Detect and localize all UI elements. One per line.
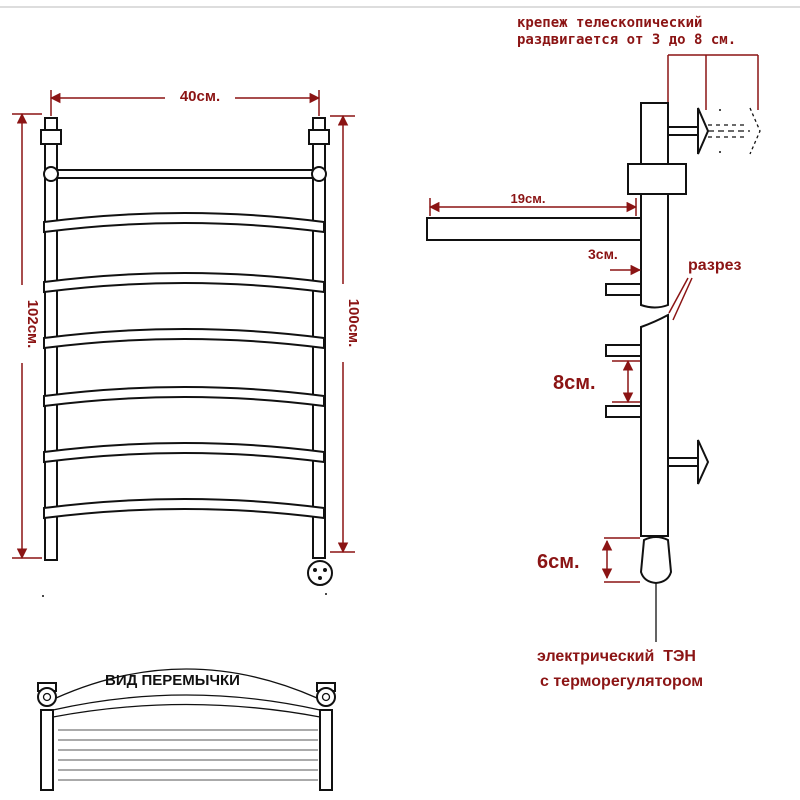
side-post-upper xyxy=(640,102,669,309)
dot-mark xyxy=(42,595,44,597)
mount-label-line2: раздвигается от 3 до 8 см. xyxy=(517,32,736,48)
side-post-lower xyxy=(640,313,669,537)
left-top-knob xyxy=(43,166,59,182)
dot-mark xyxy=(325,593,327,595)
heater-label-line2: с терморегулятором xyxy=(540,673,703,690)
rung xyxy=(43,212,325,234)
left-top-clamp xyxy=(40,129,62,145)
heater-length-label: 6см. xyxy=(537,551,580,573)
rung-stub xyxy=(605,283,642,296)
front-view: 40см. 102см. 100см. xyxy=(12,86,362,597)
jumper-view-title: ВИД ПЕРЕМЫЧКИ xyxy=(105,672,240,689)
outer-height-label: 102см. xyxy=(24,300,41,349)
jumper-view: ВИД ПЕРЕМЫЧКИ xyxy=(37,668,336,791)
mount-label-line1: крепеж телескопический xyxy=(517,15,702,31)
side-view: крепеж телескопический раздвигается от 3… xyxy=(426,15,761,690)
rungs xyxy=(43,212,325,520)
side-top-shelf xyxy=(426,217,642,241)
right-top-knob xyxy=(311,166,327,182)
heater-element xyxy=(639,536,673,585)
rung xyxy=(43,272,325,294)
rung xyxy=(43,386,325,408)
right-top-clamp xyxy=(308,129,330,145)
top-bar xyxy=(51,169,319,179)
cut-label: разрез xyxy=(688,257,741,274)
rung-stub xyxy=(605,405,642,418)
rung xyxy=(43,328,325,350)
width-label: 40см. xyxy=(180,88,220,105)
rail-spacing-label: 8см. xyxy=(553,372,596,394)
side-clamp xyxy=(627,163,687,195)
rung xyxy=(43,442,325,464)
inner-height-label: 100см. xyxy=(345,299,362,348)
wall-gap-label: 3см. xyxy=(588,246,618,262)
heater-label-line1: электрический ТЭН xyxy=(537,648,696,665)
rung-stub xyxy=(605,344,642,357)
jumper-rails xyxy=(58,729,318,781)
shelf-depth-label: 19см. xyxy=(511,191,546,206)
plug-icon xyxy=(307,560,333,586)
left-jumper-knob xyxy=(37,682,57,707)
rung xyxy=(43,498,325,520)
right-jumper-knob xyxy=(316,682,336,707)
